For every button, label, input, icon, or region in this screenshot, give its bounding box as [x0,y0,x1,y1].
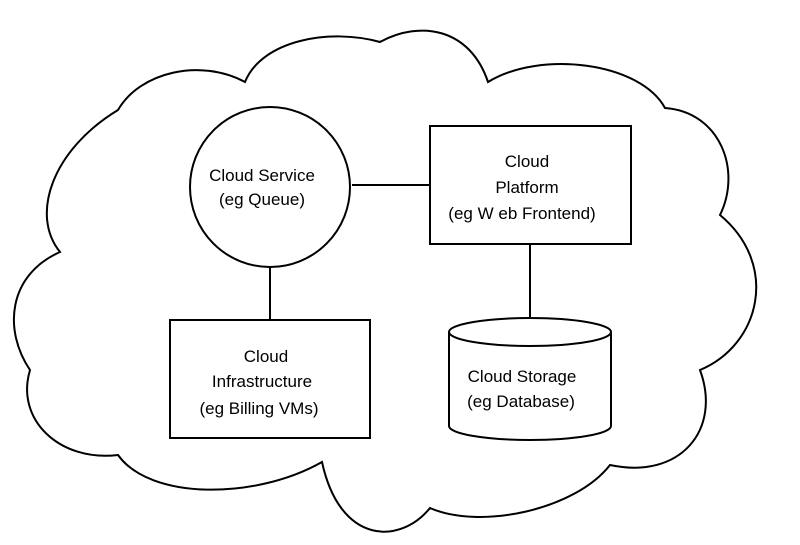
cloud-storage-cylinder-body [448,332,612,441]
cloud-platform-node: Cloud Platform (eg W eb Frontend) [429,125,632,245]
cloud-storage-example: (eg Database) [467,392,575,411]
cloud-platform-box [429,125,632,245]
cloud-storage-cylinder-top [448,317,612,347]
cloud-service-node: Cloud Service (eg Queue) [189,106,351,268]
cloud-service-example: (eg Queue) [219,190,305,209]
cloud-infrastructure-label-line2: Infrastructure [212,372,312,391]
cloud-service-label: Cloud Service [209,166,315,185]
cloud-infrastructure-example: (eg Billing VMs) [199,399,318,418]
cloud-boundary [12,29,758,533]
cloud-infrastructure-label-line1: Cloud [244,347,288,366]
cloud-storage-label: Cloud Storage [468,367,577,386]
cloud-platform-label-line1: Cloud [505,152,549,171]
cloud-service-circle [189,106,351,268]
cloud-infrastructure-node: Cloud Infrastructure (eg Billing VMs) [169,319,371,439]
cloud-storage-node: Cloud Storage (eg Database) [448,317,612,441]
cloud-platform-example: (eg W eb Frontend) [448,204,595,223]
cloud-platform-label-line2: Platform [495,178,558,197]
cloud-infrastructure-box [169,319,371,439]
